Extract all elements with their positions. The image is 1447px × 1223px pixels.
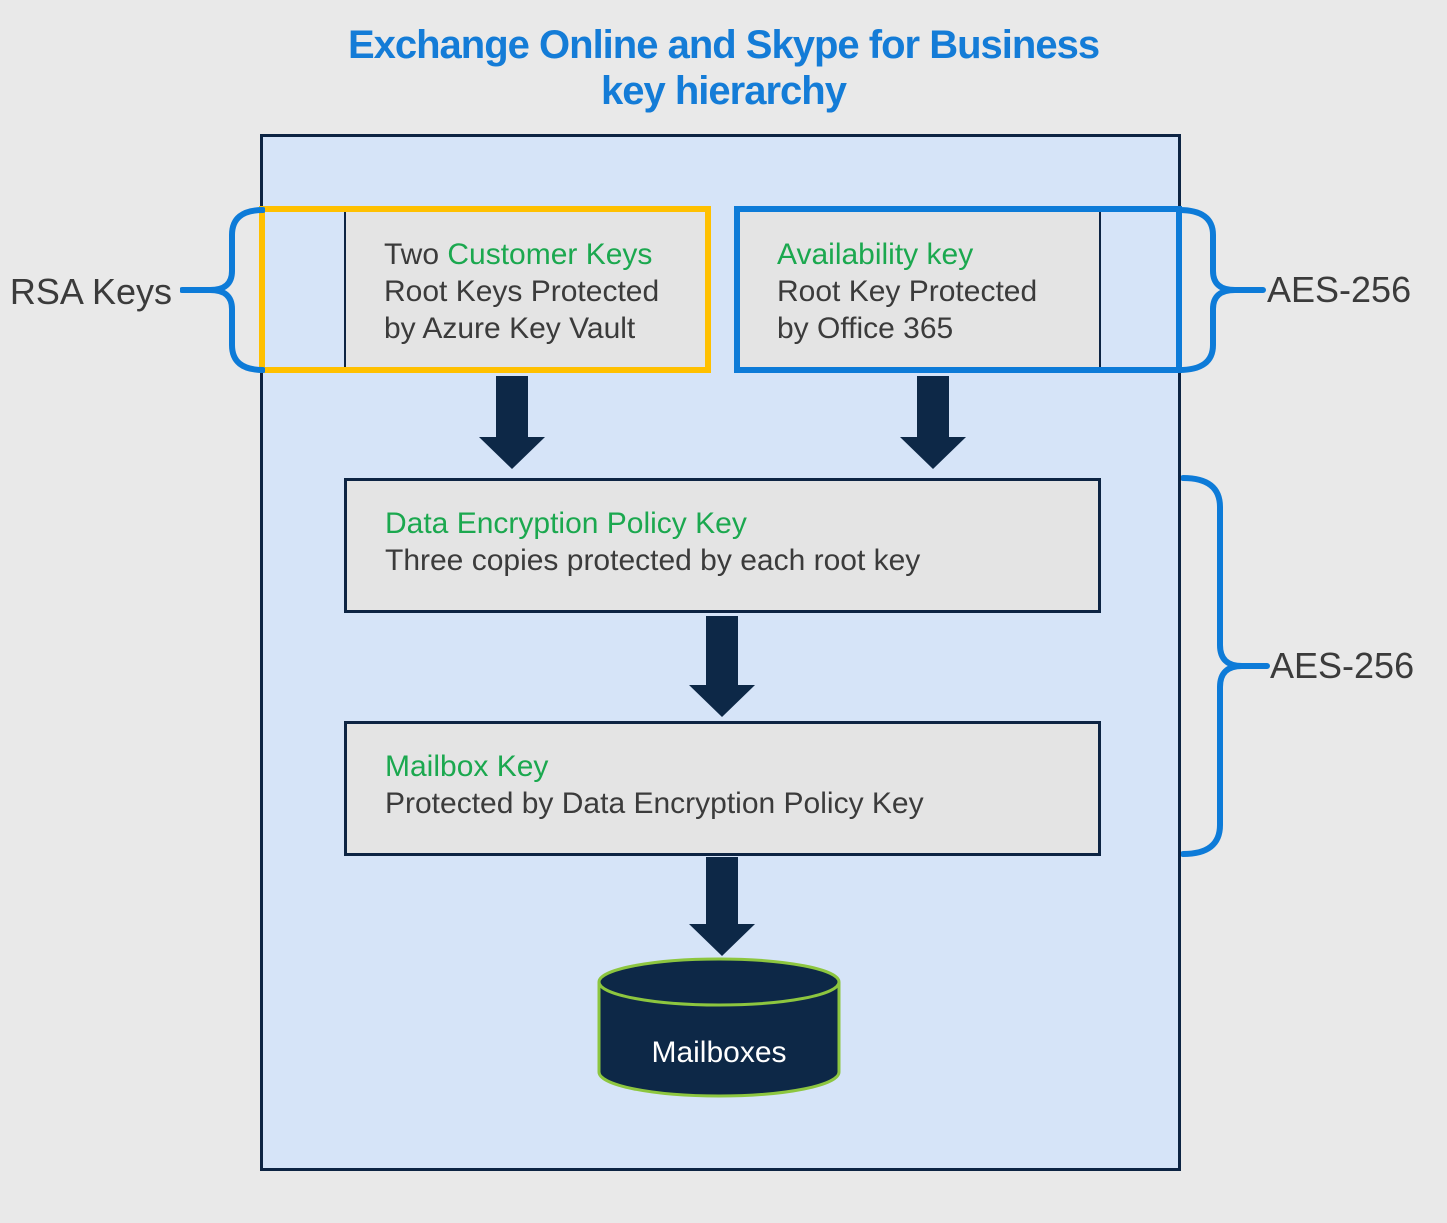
- mailbox-key-subtitle: Protected by Data Encryption Policy Key: [385, 787, 924, 820]
- dep-key-subtitle: Three copies protected by each root key: [385, 544, 921, 577]
- mailbox-key-box: Mailbox Key Protected by Data Encryption…: [344, 721, 1101, 856]
- aes-256-bottom-label: AES-256: [1270, 645, 1415, 686]
- left-brace-icon-rsa-keys: [180, 207, 265, 373]
- down-arrow-icon-mailboxkey-to-mailboxes: [689, 857, 755, 956]
- customer-keys-line3: by Azure Key Vault: [384, 312, 636, 345]
- availability-key-title: Availability key: [777, 238, 974, 271]
- down-arrow-icon-availability-to-dep: [900, 376, 966, 469]
- mailboxes-label: Mailboxes: [651, 1036, 787, 1069]
- dep-key-title: Data Encryption Policy Key: [385, 507, 747, 540]
- aes-256-top-label: AES-256: [1267, 269, 1412, 310]
- mailboxes-cylinder-icon: [597, 957, 841, 1098]
- customer-keys-line2: Root Keys Protected: [384, 275, 660, 308]
- availability-key-line3: by Office 365: [777, 312, 954, 345]
- customer-keys-box: Two Customer Keys Root Keys Protected by…: [344, 208, 708, 371]
- down-arrow-icon-customer-to-dep: [479, 376, 545, 469]
- rsa-keys-highlight-rect: [259, 206, 711, 373]
- customer-keys-title-line: Two Customer Keys: [384, 236, 706, 273]
- rsa-keys-label: RSA Keys: [9, 271, 172, 312]
- customer-keys-title-prefix: Two: [384, 238, 448, 271]
- availability-key-line2: Root Key Protected: [777, 275, 1038, 308]
- diagram-title-line1: Exchange Online and Skype for Business: [347, 23, 1100, 67]
- mailbox-key-title: Mailbox Key: [385, 750, 549, 783]
- right-brace-icon-aes-bottom: [1181, 475, 1270, 857]
- customer-keys-title: Customer Keys: [447, 238, 653, 271]
- down-arrow-icon-dep-to-mailboxkey: [689, 616, 755, 717]
- aes-256-highlight-rect: [734, 206, 1182, 373]
- diagram-title: Exchange Online and Skype for Business k…: [0, 22, 1447, 114]
- right-brace-icon-aes-top: [1177, 207, 1266, 373]
- data-encryption-policy-key-box: Data Encryption Policy Key Three copies …: [344, 478, 1101, 613]
- diagram-title-line2: key hierarchy: [601, 69, 847, 113]
